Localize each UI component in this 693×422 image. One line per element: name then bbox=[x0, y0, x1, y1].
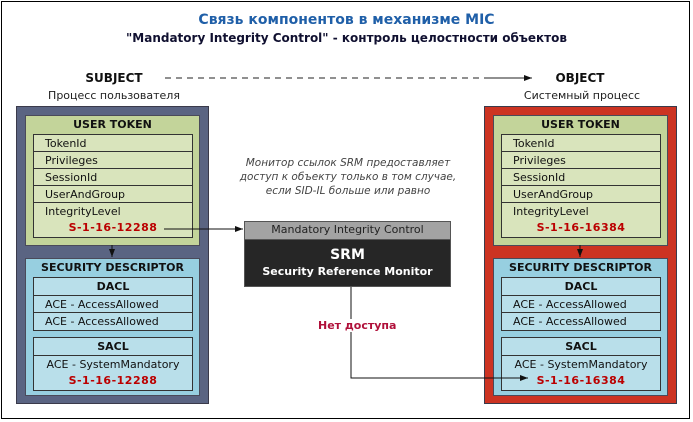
token-field: Privileges bbox=[34, 152, 192, 169]
sacl-sid: S-1-16-16384 bbox=[536, 374, 626, 387]
sacl-sid: S-1-16-12288 bbox=[68, 374, 158, 387]
user-token-fields: TokenId Privileges SessionId UserAndGrou… bbox=[501, 134, 661, 238]
srm-box: Mandatory Integrity Control SRM Security… bbox=[244, 221, 451, 287]
integrity-sid: S-1-16-12288 bbox=[68, 221, 158, 234]
ace-entry: ACE - SystemMandatory bbox=[46, 358, 180, 371]
dacl-header: DACL bbox=[502, 278, 660, 296]
token-field: IntegrityLevel bbox=[513, 205, 589, 218]
security-descriptor-header: SECURITY DESCRIPTOR bbox=[509, 261, 652, 274]
ace-entry: ACE - AccessAllowed bbox=[513, 315, 627, 328]
subject-label: SUBJECT bbox=[85, 71, 143, 85]
token-field: TokenId bbox=[34, 135, 192, 152]
sacl-table: SACL ACE - SystemMandatory S-1-16-16384 bbox=[501, 337, 661, 391]
token-field: UserAndGroup bbox=[502, 186, 660, 203]
srm-header: Mandatory Integrity Control bbox=[245, 222, 450, 240]
user-token-header: USER TOKEN bbox=[541, 118, 620, 131]
dacl-header: DACL bbox=[34, 278, 192, 296]
sacl-header: SACL bbox=[502, 338, 660, 356]
token-field: IntegrityLevel bbox=[45, 205, 121, 218]
object-label: OBJECT bbox=[555, 71, 605, 85]
diagram-subtitle: "Mandatory Integrity Control" - контроль… bbox=[126, 31, 567, 45]
token-field: Privileges bbox=[502, 152, 660, 169]
diagram-title: Связь компонентов в механизме MIC bbox=[198, 12, 495, 28]
object-security-descriptor: SECURITY DESCRIPTOR DACL ACE - AccessAll… bbox=[493, 258, 668, 396]
user-token-fields: TokenId Privileges SessionId UserAndGrou… bbox=[33, 134, 193, 238]
ace-entry: ACE - SystemMandatory bbox=[514, 358, 648, 371]
security-descriptor-header: SECURITY DESCRIPTOR bbox=[41, 261, 184, 274]
object-caption: Системный процесс bbox=[523, 89, 641, 102]
subject-caption: Процесс пользователя bbox=[48, 89, 180, 102]
srm-note: Монитор ссылок SRM предоставляет доступ … bbox=[239, 157, 457, 197]
token-field: SessionId bbox=[502, 169, 660, 186]
srm-to-object-sacl-arrow bbox=[350, 287, 528, 381]
object-user-token: USER TOKEN TokenId Privileges SessionId … bbox=[493, 115, 668, 246]
sacl-table: SACL ACE - SystemMandatory S-1-16-12288 bbox=[33, 337, 193, 391]
srm-title: SRM bbox=[330, 247, 365, 263]
ace-entry: ACE - AccessAllowed bbox=[502, 296, 660, 313]
subject-security-descriptor: SECURITY DESCRIPTOR DACL ACE - AccessAll… bbox=[25, 258, 200, 396]
token-field: UserAndGroup bbox=[34, 186, 192, 203]
srm-subtitle: Security Reference Monitor bbox=[262, 265, 433, 278]
dacl-table: DACL ACE - AccessAllowed ACE - AccessAll… bbox=[501, 277, 661, 331]
sacl-header: SACL bbox=[34, 338, 192, 356]
token-field: TokenId bbox=[502, 135, 660, 152]
token-field: SessionId bbox=[34, 169, 192, 186]
object-process-box: USER TOKEN TokenId Privileges SessionId … bbox=[484, 106, 677, 404]
ace-entry: ACE - AccessAllowed bbox=[34, 296, 192, 313]
subject-user-token: USER TOKEN TokenId Privileges SessionId … bbox=[25, 115, 200, 246]
user-token-header: USER TOKEN bbox=[73, 118, 152, 131]
dacl-table: DACL ACE - AccessAllowed ACE - AccessAll… bbox=[33, 277, 193, 331]
ace-entry: ACE - AccessAllowed bbox=[45, 315, 159, 328]
access-denied-label: Нет доступа bbox=[316, 319, 399, 332]
integrity-sid: S-1-16-16384 bbox=[536, 221, 626, 234]
